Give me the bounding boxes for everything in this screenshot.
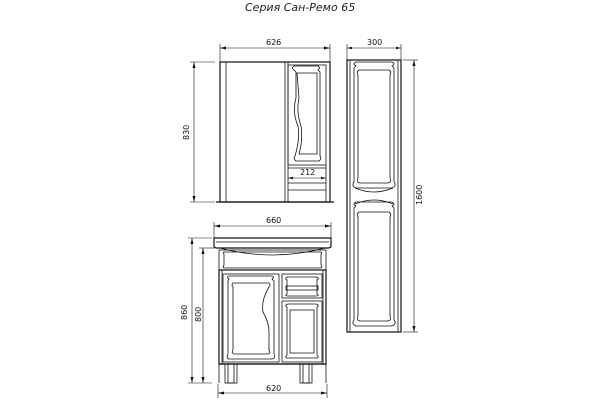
mirror-height-dimension: 830 (182, 61, 215, 203)
sink-width-label: 660 (266, 216, 281, 225)
column-height-label: 1600 (415, 185, 424, 205)
sink-width-dimension: 660 (213, 216, 332, 238)
shelf-width-dimension: 212 (288, 168, 326, 180)
column-width-dimension: 300 (346, 38, 402, 60)
mirror-width-label: 626 (266, 38, 281, 47)
column-width-label: 300 (367, 38, 382, 47)
vanity-body-height-label: 800 (194, 307, 203, 322)
vanity-body-height-dimension: 800 (194, 247, 215, 383)
mirror-cabinet: 626 830 212 (182, 38, 334, 203)
vanity-total-height-label: 860 (180, 305, 189, 320)
shelf-width-label: 212 (300, 168, 315, 177)
vanity-width-dimension: 620 (217, 384, 328, 398)
vanity-unit: 660 860 800 620 (180, 216, 332, 398)
mirror-height-label: 830 (182, 125, 191, 140)
series-title: Серия Сан-Ремо 65 (245, 1, 355, 14)
tall-column-cabinet: 300 1600 (346, 38, 424, 333)
column-height-dimension: 1600 (403, 59, 424, 333)
vanity-total-height-dimension: 860 (180, 237, 212, 384)
mirror-width-dimension: 626 (219, 38, 331, 62)
vanity-width-label: 620 (266, 384, 281, 393)
